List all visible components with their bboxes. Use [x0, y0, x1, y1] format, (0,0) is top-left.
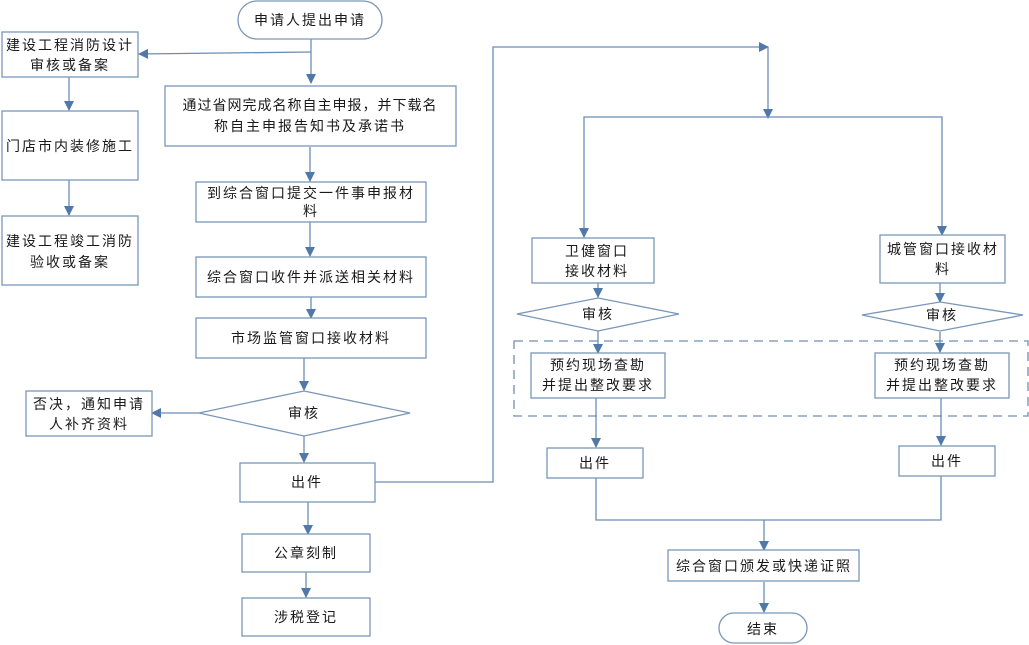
node-label: 结束	[747, 622, 779, 638]
node-urban-receive[interactable]: 城管窗口接收材 料	[879, 234, 1006, 284]
process-shape	[239, 462, 376, 503]
edge-branch-to-urban	[768, 116, 947, 236]
node-label: 称自主申报告知书及承诺书	[214, 118, 406, 135]
node-label: 审核或备案	[30, 57, 110, 74]
edges-layer	[64, 39, 947, 613]
node-final-issue[interactable]: 综合窗口颁发或快递证照	[667, 549, 860, 582]
node-label: 并提出整改要求	[542, 378, 654, 394]
process-shape	[546, 447, 644, 479]
process-shape	[874, 352, 1010, 399]
node-end[interactable]: 结束	[718, 612, 808, 644]
process-shape	[1, 215, 139, 286]
node-label: 预约现场查勘	[550, 358, 646, 374]
node-label: 料	[303, 204, 319, 220]
node-label: 综合窗口颁发或快递证照	[676, 558, 852, 575]
node-start[interactable]: 申请人提出申请	[237, 0, 383, 40]
node-label: 人补齐资料	[49, 417, 129, 433]
node-label: 出件	[579, 456, 611, 472]
node-urban-review[interactable]: 审核	[861, 301, 1024, 332]
node-name-declare[interactable]: 通过省网完成名称自主申报，并下载名 称自主申报告知书及承诺书	[164, 85, 457, 147]
process-shape	[667, 549, 860, 582]
node-market-receive[interactable]: 市场监管窗口接收材料	[195, 317, 427, 359]
node-review-main[interactable]: 审核	[198, 390, 411, 437]
decision-shape	[861, 301, 1024, 332]
process-shape	[879, 234, 1006, 284]
node-label: 否决，通知申请	[33, 396, 145, 413]
node-tax[interactable]: 涉税登记	[241, 597, 371, 637]
process-shape	[898, 445, 996, 477]
node-label: 审核	[288, 406, 320, 422]
node-health-review[interactable]: 审核	[516, 297, 680, 332]
node-label: 通过省网完成名称自主申报，并下载名	[183, 98, 438, 114]
node-fire-acceptance[interactable]: 建设工程竣工消防 验收或备案	[1, 215, 139, 286]
process-shape	[530, 352, 666, 399]
process-shape	[1, 110, 139, 181]
node-label: 料	[935, 262, 951, 278]
process-shape	[195, 181, 427, 223]
decision-shape	[198, 390, 411, 437]
edge-health-issue-merge	[595, 476, 942, 521]
node-label: 市场监管窗口接收材料	[231, 330, 391, 347]
node-reject[interactable]: 否决，通知申请 人补齐资料	[25, 390, 153, 437]
node-label: 接收材料	[565, 263, 629, 280]
node-issue-main[interactable]: 出件	[239, 462, 376, 503]
process-shape	[1, 31, 139, 78]
node-submit-materials[interactable]: 到综合窗口提交一件事申报材 料	[195, 181, 427, 223]
edge-start-to-fire-design	[138, 48, 312, 59]
node-health-issue[interactable]: 出件	[546, 447, 644, 479]
decision-shape	[516, 297, 680, 332]
edge-branch-to-health	[579, 116, 768, 238]
node-label: 涉税登记	[274, 610, 338, 626]
node-label: 申请人提出申请	[254, 13, 366, 29]
node-fire-design[interactable]: 建设工程消防设计 审核或备案	[1, 31, 139, 78]
inspection-group-frame	[513, 340, 1029, 417]
node-urban-inspect[interactable]: 预约现场查勘 并提出整改要求	[874, 352, 1010, 399]
node-label: 公章刻制	[274, 545, 338, 562]
process-shape	[25, 390, 153, 437]
process-shape	[195, 256, 427, 298]
node-label: 审核	[926, 308, 958, 324]
process-shape	[241, 533, 371, 573]
node-label: 卫健窗口	[565, 243, 629, 260]
node-receive-dispatch[interactable]: 综合窗口收件并派送相关材料	[195, 256, 427, 298]
process-shape	[164, 85, 457, 147]
terminal-shape	[237, 0, 383, 40]
node-urban-issue[interactable]: 出件	[898, 445, 996, 477]
node-label: 城管窗口接收材	[887, 241, 999, 258]
process-shape	[531, 237, 655, 284]
node-label: 综合窗口收件并派送相关材料	[207, 269, 415, 286]
node-label: 出件	[291, 475, 323, 491]
edge-issue-to-branches	[375, 42, 769, 483]
node-label: 建设工程竣工消防	[6, 234, 134, 250]
node-label: 建设工程消防设计	[6, 38, 134, 54]
node-seal[interactable]: 公章刻制	[241, 533, 371, 573]
node-health-receive[interactable]: 卫健窗口 接收材料	[531, 237, 655, 284]
node-health-inspect[interactable]: 预约现场查勘 并提出整改要求	[530, 352, 666, 399]
node-label: 到综合窗口提交一件事申报材	[207, 185, 415, 202]
node-label: 出件	[931, 454, 963, 470]
terminal-shape	[718, 612, 808, 644]
node-interior-work[interactable]: 门店市内装修施工	[1, 110, 139, 181]
node-label: 验收或备案	[30, 254, 110, 271]
node-label: 预约现场查勘	[894, 358, 990, 374]
process-shape	[241, 597, 371, 637]
node-label: 审核	[582, 307, 614, 323]
process-shape	[195, 317, 427, 359]
node-label: 门店市内装修施工	[6, 138, 134, 155]
node-label: 并提出整改要求	[886, 378, 998, 394]
